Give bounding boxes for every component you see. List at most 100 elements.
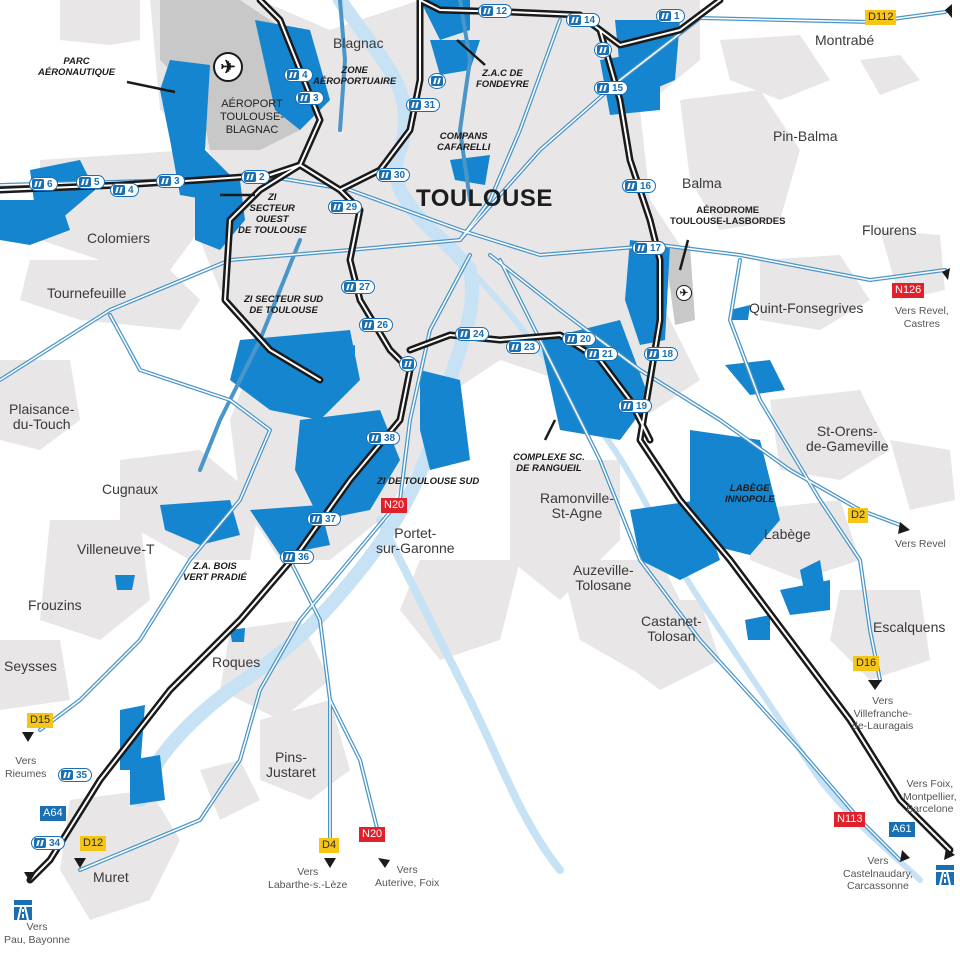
exit-icon [61, 770, 73, 780]
aerodrome-icon: ✈ [676, 285, 692, 301]
exit-icon [587, 349, 599, 359]
exit-badge-18: 18 [644, 347, 679, 361]
exit-badge-37: 37 [307, 512, 342, 526]
exit-badge-20: 20 [562, 332, 597, 346]
road-badge-a64: A64 [40, 806, 66, 821]
exit-badge-12: 12 [478, 4, 513, 18]
exit-badge-21: 21 [584, 347, 619, 361]
exit-icon [635, 243, 647, 253]
town-label-line: Ramonville- [540, 490, 614, 506]
city-label-toulouse: TOULOUSE [416, 185, 553, 212]
town-label-line: Castanet- [641, 613, 702, 629]
road-badge-d16: D16 [853, 656, 880, 671]
exit-badge-36: 36 [280, 550, 315, 564]
exit-badge-29: 29 [328, 200, 363, 214]
town-label: Auzeville-Tolosane [573, 562, 634, 594]
road-badge-a61: A61 [889, 822, 915, 837]
town-label: Montrabé [815, 32, 875, 48]
town-label: Roques [212, 654, 261, 670]
exit-badge-5: 5 [76, 175, 105, 189]
exit-badge-unnumbered [594, 42, 612, 58]
exit-badge-3-airport: 3 [295, 91, 324, 105]
exit-badge-24: 24 [455, 327, 490, 341]
exit-badge-1: 1 [656, 9, 685, 23]
motorway-icon [14, 900, 32, 920]
town-label: Cugnaux [102, 481, 159, 497]
zone-label-zi-toulouse-sud: ZI DE TOULOUSE SUD [377, 476, 480, 487]
exit-icon [509, 342, 521, 352]
exit-icon [113, 185, 125, 195]
exit-icon [79, 177, 91, 187]
exit-icon [379, 170, 391, 180]
exit-icon [597, 83, 609, 93]
exit-badge-30: 30 [376, 168, 411, 182]
town-label: Escalquens [873, 619, 946, 635]
road-badge-d4: D4 [319, 838, 340, 853]
leader-lines [126, 39, 690, 441]
town-label: Castanet-Tolosan [641, 613, 702, 645]
town-label: Labège [764, 526, 811, 542]
town-label-line: de-Gameville [806, 438, 889, 455]
exit-icon [659, 11, 671, 21]
exit-icon [409, 100, 421, 110]
road-badge-n20-north: N20 [381, 498, 408, 513]
exit-icon [625, 181, 637, 191]
exit-icon [569, 15, 581, 25]
exit-badge-14: 14 [566, 13, 601, 27]
exit-icon [34, 838, 46, 848]
exit-badge-unnumbered [399, 356, 417, 372]
town-label: Ramonville-St-Agne [540, 490, 614, 522]
town-label: Pin-Balma [773, 128, 838, 144]
town-label-line: Portet- [394, 525, 437, 541]
exit-badge-15: 15 [594, 81, 629, 95]
town-label: Tournefeuille [47, 285, 127, 301]
exit-icon [244, 172, 256, 182]
exit-badge-3: 3 [156, 174, 185, 188]
town-label: Pins-Justaret [266, 749, 316, 781]
exit-badge-35: 35 [58, 768, 93, 782]
exit-badge-19: 19 [618, 399, 653, 413]
exit-icon [458, 329, 470, 339]
exit-icon [597, 45, 609, 55]
town-label-line: Plaisance- [9, 401, 75, 417]
town-label: Balma [682, 175, 722, 191]
direction-arrows [22, 4, 955, 882]
exit-badge-unnumbered [428, 73, 446, 89]
town-label: St-Orens-de-Gameville [806, 423, 889, 455]
exit-badge-6: 6 [29, 177, 58, 191]
exit-icon [344, 282, 356, 292]
motorway-icon [936, 865, 954, 885]
exit-icon [481, 6, 493, 16]
direction-label-revel: Vers Revel [895, 538, 946, 550]
exit-icon [331, 202, 343, 212]
road-badge-n126: N126 [892, 283, 925, 298]
town-label-line: Tolosane [575, 577, 632, 594]
town-label: Quint-Fonsegrives [749, 300, 864, 316]
exit-icon [369, 433, 381, 443]
exit-icon [159, 176, 171, 186]
town-label: Plaisance-du-Touch [9, 401, 75, 433]
urban-areas [0, 0, 955, 920]
exit-icon [431, 76, 443, 86]
town-label: Frouzins [28, 597, 82, 613]
town-label-line: Auzeville- [573, 562, 634, 578]
road-badge-n113: N113 [834, 812, 866, 827]
exit-badge-16: 16 [622, 179, 657, 193]
exit-icon [283, 552, 295, 562]
road-badge-d15: D15 [27, 713, 54, 728]
